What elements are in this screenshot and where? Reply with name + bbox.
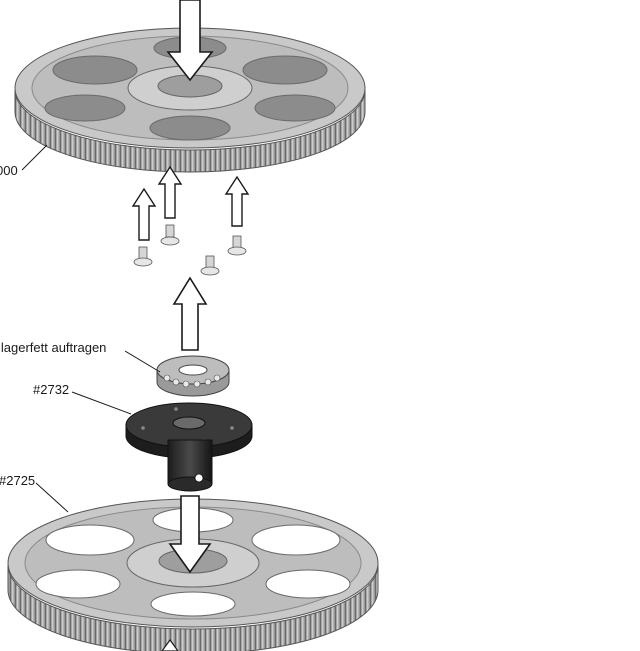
screws	[133, 224, 247, 276]
top-main-gear	[14, 27, 366, 173]
arrow-up-icon	[157, 165, 183, 219]
arrow-up-icon	[172, 276, 208, 351]
part-2732-label: #2732	[33, 382, 70, 397]
screw-arrows	[131, 165, 250, 241]
arrow-up-icon	[161, 638, 179, 651]
screw-icon	[227, 235, 247, 256]
screw-icon	[160, 224, 180, 246]
grease-note-label: llagerfett auftragen	[0, 340, 107, 355]
thrust-bearing	[124, 350, 230, 397]
screw-icon	[133, 246, 153, 267]
hub-2732	[71, 391, 253, 492]
screw-icon	[200, 255, 220, 276]
arrow-down-icon	[168, 495, 212, 574]
part-2725-label: #2725	[0, 473, 36, 488]
arrow-up-icon	[131, 187, 157, 241]
arrow-up-icon	[224, 175, 250, 227]
top-gear-label: 000	[0, 163, 18, 178]
arrow-down-icon	[166, 0, 214, 82]
